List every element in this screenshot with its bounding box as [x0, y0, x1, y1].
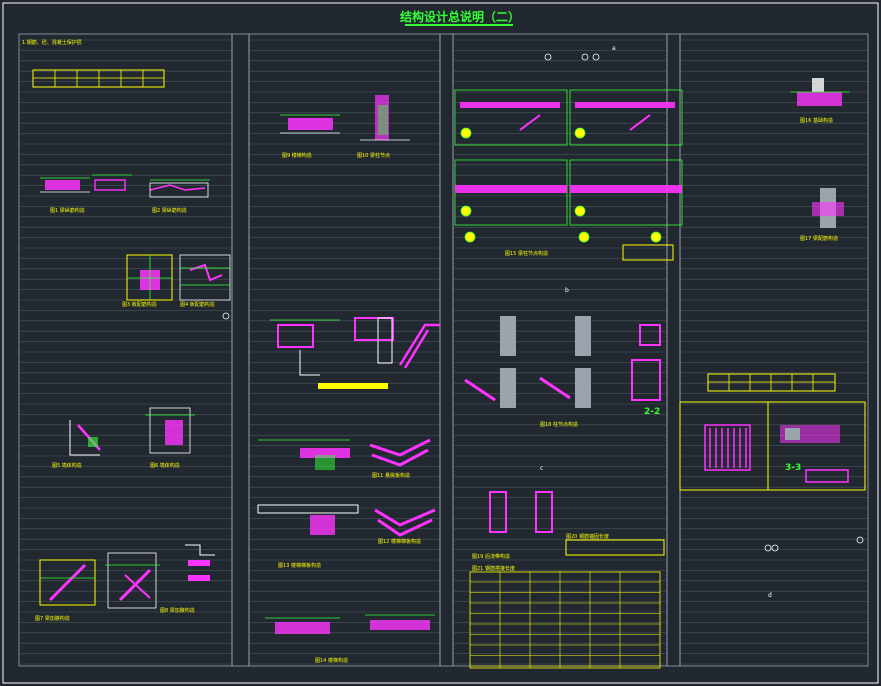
- caption-9: 图8 梁加腋构造: [160, 607, 195, 614]
- caption-15: 图14 楼梯构造: [315, 657, 348, 664]
- detail-stair-1: [270, 319, 340, 376]
- table-rebar-cover: [32, 69, 165, 88]
- marker-circle: [856, 536, 864, 544]
- detail-cantilever-2: [360, 95, 410, 141]
- caption-bar-stair: [318, 383, 388, 389]
- table-anchorage: [469, 571, 661, 669]
- detail-beam-grid-top: [454, 89, 683, 146]
- marker-circle: [771, 544, 779, 552]
- detail-beam-grid-bottom: [454, 159, 683, 226]
- detail-column-joint: [464, 316, 661, 408]
- caption-12: 图11 悬挑板构造: [372, 472, 410, 479]
- detail-wall-1: [69, 420, 101, 456]
- frame-section-3-3: [679, 401, 866, 491]
- caption-8: 图7 梁加腋构造: [35, 615, 70, 622]
- table-bar-mid: [565, 539, 665, 556]
- marker-circle: [222, 312, 230, 320]
- marker-circle: [592, 53, 600, 61]
- sheet-title: 结构设计总说明（二）: [399, 10, 520, 24]
- detail-small-stair: [185, 544, 215, 581]
- marker-circle: [581, 53, 589, 61]
- title-underline: [405, 24, 513, 26]
- caption-20: 图19 后浇带构造: [472, 553, 510, 560]
- detail-slab-1: [126, 254, 173, 301]
- caption-7: 图6 墙体构造: [150, 462, 180, 469]
- caption-14: 图13 楼梯梯板构造: [278, 562, 321, 569]
- section-3-3-label: 3-3: [785, 463, 801, 473]
- caption-17: 图16 基础构造: [800, 117, 833, 124]
- detail-wall-2: [145, 407, 195, 454]
- detail-slab-2: [179, 254, 231, 301]
- caption-3: 图2 梁纵筋构造: [152, 207, 187, 214]
- caption-16: 图15 梁柱节点构造: [505, 250, 548, 257]
- detail-foundation-2: [812, 188, 844, 228]
- detail-stair-flight-4: [374, 508, 436, 537]
- caption-10: 图9 楼梯构造: [282, 152, 312, 159]
- node-label-c: c: [540, 465, 543, 472]
- ruled-lines: [20, 39, 867, 665]
- grid-bubbles: [460, 127, 662, 243]
- detail-column-rebar: [489, 491, 553, 533]
- detail-beam-rebar-2: [149, 179, 210, 198]
- table-small: [622, 244, 674, 261]
- marker-circle: [764, 544, 772, 552]
- table-right: [707, 373, 836, 392]
- caption-11: 图10 梁柱节点: [357, 152, 390, 159]
- caption-4: 图3 板配筋构造: [122, 301, 157, 308]
- caption-19: 图18 柱节点构造: [540, 421, 578, 428]
- marker-circle: [544, 53, 552, 61]
- caption-5: 图4 板配筋构造: [180, 301, 215, 308]
- detail-foundation-1: [790, 78, 850, 106]
- detail-haunch-1: [39, 559, 96, 606]
- detail-stair-flight-2: [369, 438, 431, 467]
- column-dividers: [231, 34, 681, 666]
- node-label-b: b: [565, 287, 569, 294]
- caption-2: 图1 梁纵筋构造: [50, 207, 85, 214]
- detail-beam-rebar-1: [40, 174, 132, 193]
- node-label-a: a: [612, 45, 616, 52]
- section-2-2-label: 2-2: [644, 407, 660, 417]
- detail-stair-2: [354, 317, 394, 364]
- detail-landing-1: [265, 617, 340, 634]
- detail-landing-2: [365, 614, 435, 630]
- caption-1: 1.钢筋、砼、混凝土保护层: [22, 39, 82, 46]
- caption-22: 图21 钢筋搭接长度: [472, 565, 515, 572]
- inner-frame: [18, 33, 869, 667]
- detail-stair-flight-1: [258, 439, 350, 470]
- detail-stair-flight-3: [257, 504, 359, 535]
- caption-13: 图12 楼梯梯板构造: [378, 538, 421, 545]
- detail-haunch-2: [105, 552, 160, 609]
- detail-stair-3: [398, 323, 440, 369]
- caption-6: 图5 墙体构造: [52, 462, 82, 469]
- detail-cantilever-1: [280, 114, 340, 134]
- detail-section-3-3: [704, 424, 849, 483]
- caption-21: 图20 钢筋锚固长度: [566, 533, 609, 540]
- caption-18: 图17 梁配筋构造: [800, 235, 838, 242]
- node-label-d: d: [768, 592, 772, 599]
